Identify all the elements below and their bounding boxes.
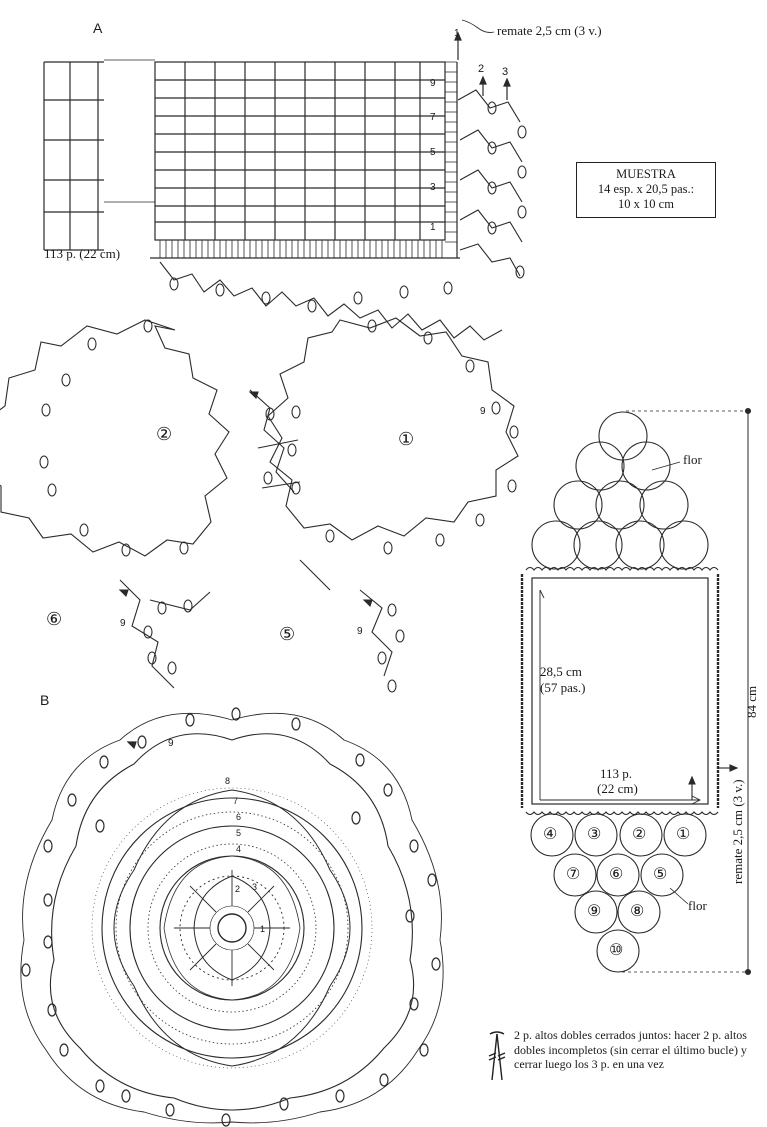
circle-number-7: ⑦ [566, 866, 581, 883]
arrow-number-2: 2 [478, 63, 485, 75]
layout-diagram [520, 407, 752, 976]
arrow-number-3: 3 [502, 66, 509, 78]
round-label-9a: 9 [480, 406, 486, 417]
circle-number-5: ⑤ [653, 866, 668, 883]
section-a-label: A [93, 20, 103, 36]
rows-label: (57 pas.) [540, 680, 586, 695]
finish-side-label: remate 2,5 cm (3 v.) [730, 779, 745, 884]
filet-grid-left [43, 59, 155, 251]
finish-note: remate 2,5 cm (3 v.) [497, 23, 602, 38]
direction-arrows [454, 19, 511, 100]
gauge-title: MUESTRA [616, 167, 676, 181]
row-number-5: 5 [430, 147, 436, 158]
circle-number-1: ① [676, 826, 691, 843]
circle-number-8: ⑧ [630, 903, 645, 920]
motif-number-5: ⑤ [279, 624, 296, 644]
gauge-line-1: 14 esp. x 20,5 pas.: [597, 182, 695, 196]
arrow-number-1: 1 [454, 28, 460, 39]
legend-text: 2 p. altos dobles cerrados juntos: hacer… [514, 1028, 747, 1071]
circle-number-3: ③ [587, 826, 602, 843]
doily-chart [20, 707, 444, 1127]
round-number-3: 3 [252, 882, 258, 892]
round-number-5: 5 [236, 828, 242, 838]
flower-label-bottom: flor [688, 898, 707, 913]
round-number-4: 4 [236, 844, 242, 854]
width-cm-label: (22 cm) [597, 781, 638, 796]
flower-motifs [0, 317, 519, 693]
row-number-9: 9 [430, 78, 436, 89]
motif-number-6: ⑥ [46, 609, 63, 629]
circle-number-6: ⑥ [609, 866, 624, 883]
circle-number-2: ② [632, 826, 647, 843]
round-number-1: 1 [260, 924, 266, 934]
round-number-6: 6 [236, 812, 242, 822]
round-number-9: 9 [168, 738, 174, 749]
flower-label-top: flor [683, 452, 702, 467]
round-number-7: 7 [233, 796, 239, 806]
row-number-3: 3 [430, 182, 436, 193]
round-label-9b: 9 [120, 618, 126, 629]
section-b-label: B [40, 692, 50, 708]
motif-number-1: ① [398, 429, 415, 449]
filet-grid-main [150, 61, 460, 259]
stitch-count-label: 113 p. (22 cm) [44, 246, 121, 261]
row-number-1: 1 [430, 222, 436, 233]
round-label-9c: 9 [357, 626, 363, 637]
height-label: 28,5 cm [540, 664, 582, 679]
motif-number-2: ② [156, 424, 173, 444]
gauge-line-2: 10 x 10 cm [618, 197, 674, 211]
circle-number-9: ⑨ [587, 903, 602, 920]
circle-number-10: ⑩ [609, 942, 624, 959]
row-number-7: 7 [430, 112, 436, 123]
round-number-2: 2 [235, 884, 241, 894]
cluster-stitch-icon [488, 1031, 506, 1081]
width-label: 113 p. [600, 766, 633, 781]
gauge-box: MUESTRA 14 esp. x 20,5 pas.: 10 x 10 cm [576, 162, 716, 218]
picot-edging [159, 89, 527, 341]
circle-number-4: ④ [543, 826, 558, 843]
total-length-label: 84 cm [744, 685, 759, 718]
round-number-8: 8 [225, 776, 231, 786]
